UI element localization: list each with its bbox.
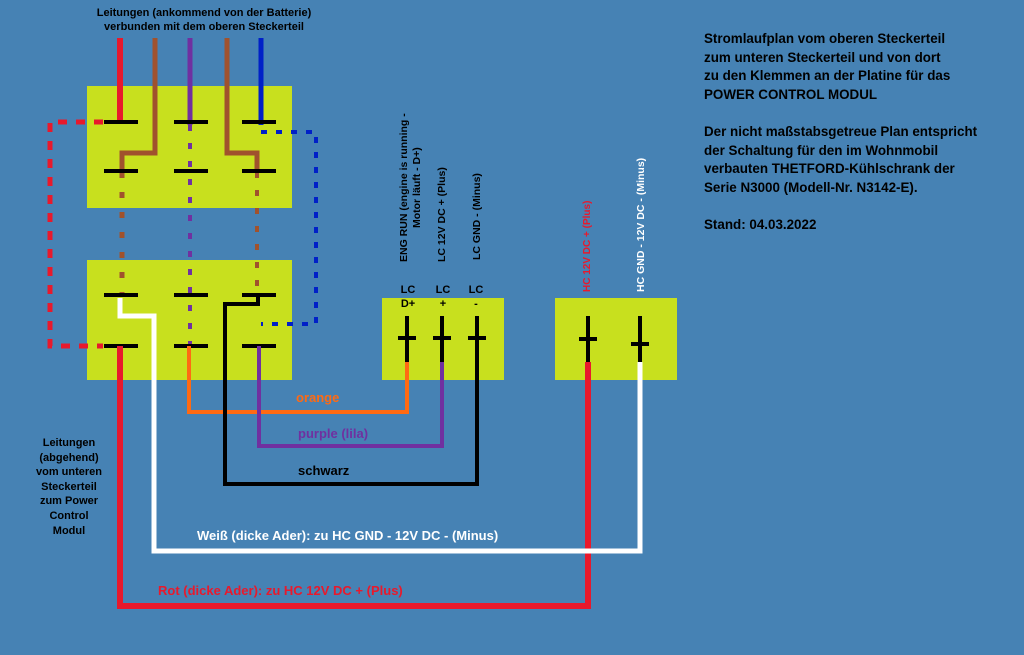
top-note-line1: Leitungen (ankommend von der Batterie) (96, 7, 312, 19)
info-line-1: Stromlaufplan vom oberen Steckerteil (704, 31, 946, 46)
info-line-4: POWER CONTROL MODUL (704, 86, 878, 102)
date-stamp: Stand: 04.03.2022 (704, 216, 817, 232)
left-note-line5: zum Power (39, 495, 99, 508)
outgoing-purple-wire (257, 346, 444, 448)
outgoing-white-wire (117, 298, 643, 554)
incoming-brown-wire-2 (224, 38, 260, 172)
info-line-3: zu den Klemmen an der Platine für das (704, 68, 951, 84)
terminal-lc-minus: LC - (464, 283, 488, 311)
left-note-line3: vom unteren (35, 466, 102, 479)
left-note-line2: (abgehend) (39, 451, 99, 464)
term2-bottom: + (439, 298, 447, 310)
eng-run-line2: Motor läuft - D+) (411, 147, 423, 229)
blue-dotted-bridge (261, 130, 318, 326)
left-note-line7: Modul (52, 524, 86, 537)
hc-plus-label: HC 12V DC + (Plus) (582, 200, 593, 292)
hc-terminals (579, 316, 649, 362)
left-note-line4: Steckerteil (41, 480, 97, 493)
info-line-7: verbauten THETFORD-Kühlschrank der (704, 161, 955, 177)
white-wire-label: Weiß (dicke Ader): zu HC GND - 12V DC - … (197, 528, 499, 543)
info-text: Stromlaufplan vom oberen Steckerteil zum… (704, 30, 977, 235)
hc-terminal-block (555, 298, 677, 380)
red-dotted-bridge (47, 119, 103, 349)
top-note: Leitungen (ankommend von der Batterie) v… (86, 6, 322, 34)
term2-top: LC (435, 284, 451, 296)
outgoing-black-wire (223, 296, 479, 486)
outgoing-red-wire (117, 346, 591, 609)
purple-wire-label: purple (lila) (298, 426, 369, 441)
term3-bottom: - (474, 298, 478, 310)
left-note: Leitungen (abgehend) vom unteren Stecker… (20, 436, 118, 538)
terminal-lc-plus: LC + (431, 283, 455, 311)
top-note-line2: verbunden mit dem oberen Steckerteil (104, 21, 304, 33)
red-wire-label: Rot (dicke Ader): zu HC 12V DC + (Plus) (158, 583, 403, 598)
incoming-brown-wire-1 (119, 38, 158, 172)
left-note-line1: Leitungen (42, 437, 96, 449)
term1-top: LC (400, 284, 416, 296)
terminal-lc-d-plus: LC D+ (396, 283, 420, 311)
outgoing-orange-wire (187, 346, 409, 414)
eng-run-label: ENG RUN (engine is running - Motor läuft… (398, 113, 424, 262)
term3-top: LC (468, 284, 484, 296)
black-wire-label: schwarz (298, 463, 350, 478)
left-note-line6: Control (49, 509, 89, 522)
lc-terminals (398, 316, 486, 362)
info-line-8: Serie N3000 (Modell-Nr. N3142-E). (704, 179, 918, 195)
lc-gnd-label: LC GND - (Minus) (471, 173, 483, 260)
upper-pins (104, 120, 276, 173)
lc-plus-label: LC 12V DC + (Plus) (436, 167, 448, 262)
term1-bottom: D+ (400, 298, 416, 310)
orange-wire-label: orange (296, 390, 340, 405)
info-line-6: der Schaltung für den im Wohnmobil (704, 142, 939, 158)
hc-gnd-label: HC GND - 12V DC - (Minus) (635, 157, 647, 292)
info-line-2: zum unteren Steckerteil und von dort (704, 49, 941, 65)
info-line-5: Der nicht maßstabsgetreue Plan entsprich… (704, 123, 978, 139)
eng-run-line1: ENG RUN (engine is running - (398, 113, 410, 262)
